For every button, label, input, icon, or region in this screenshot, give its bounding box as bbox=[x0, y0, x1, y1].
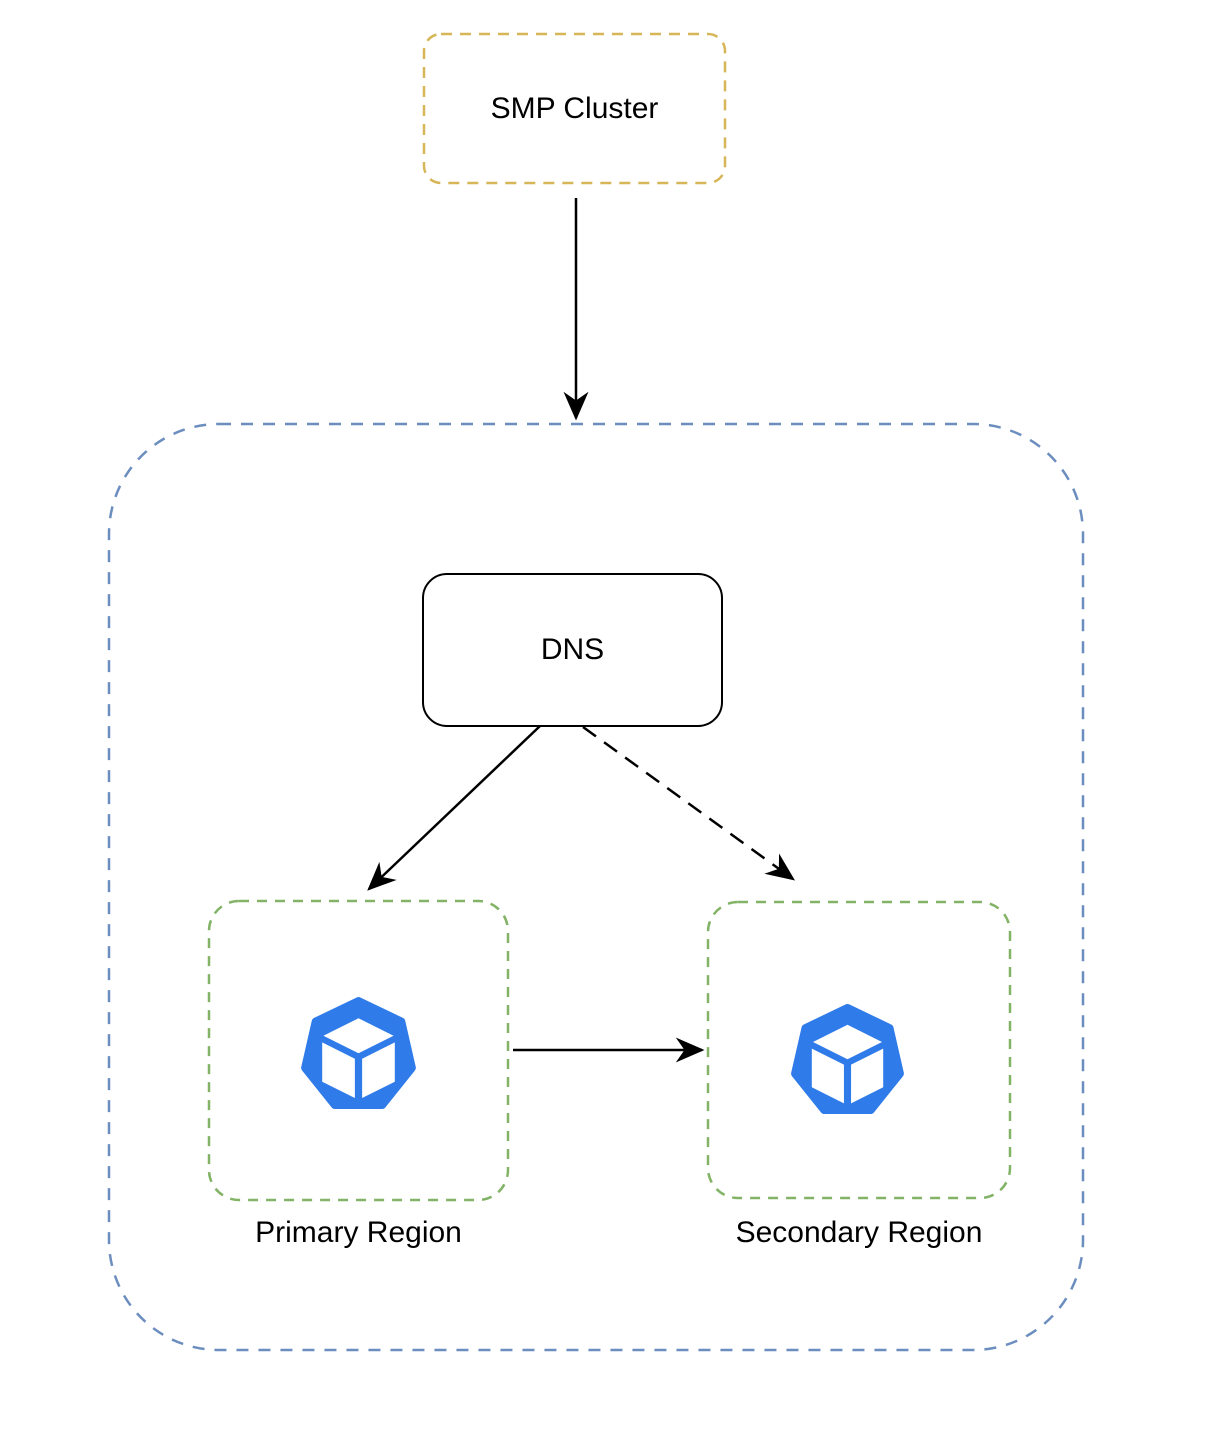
primary-region-label: Primary Region bbox=[255, 1216, 462, 1249]
smp-cluster-node bbox=[422, 32, 727, 185]
edge-dns-to-secondary-dashed bbox=[582, 725, 796, 881]
container-workload-icon bbox=[301, 997, 416, 1109]
edge-dns-to-primary bbox=[367, 725, 541, 891]
secondary-region-label: Secondary Region bbox=[735, 1216, 983, 1249]
dns-node bbox=[422, 573, 723, 727]
deployment-boundary-box bbox=[107, 422, 1085, 1352]
container-workload-icon bbox=[791, 1003, 904, 1115]
